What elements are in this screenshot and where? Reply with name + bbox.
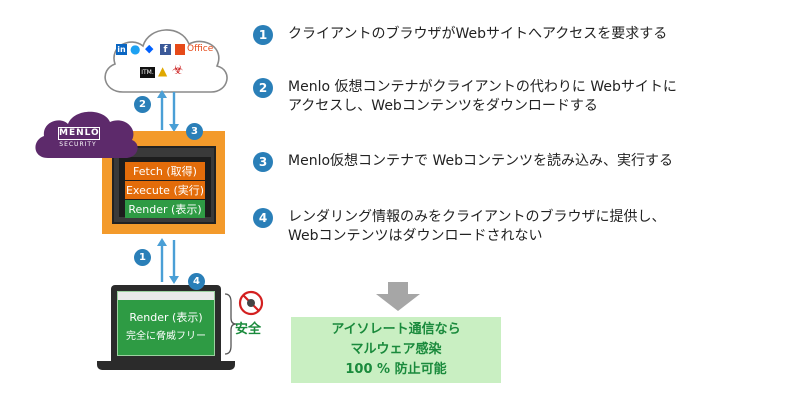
diagram-badge-2: 2 (134, 96, 151, 113)
step-badge-1: 1 (253, 25, 273, 45)
linkedin-icon: in (116, 44, 127, 55)
result-line-3: 100 % 防止可能 (345, 362, 447, 377)
twitter-icon: ● (130, 42, 141, 56)
result-down-arrow (376, 282, 420, 311)
result-line-1: アイソレート通信なら (331, 322, 461, 337)
internet-cloud (104, 29, 228, 93)
facebook-icon: f (160, 44, 171, 55)
itm-logo: ITM. (140, 67, 155, 78)
container-laptop-arrows (157, 238, 179, 284)
step-1-line-1: クライアントのブラウザがWebサイトへアクセスを要求する (288, 26, 668, 42)
step-badge-2: 2 (253, 78, 273, 98)
laptop-screen (117, 291, 215, 356)
menlo-logo-sub: SECURITY (59, 141, 97, 148)
no-malware-icon (238, 290, 264, 316)
diagram-badge-1: 1 (134, 249, 151, 266)
warning-logo-icon: ▲ (158, 64, 168, 78)
execute-chip: Execute (実行) (125, 181, 205, 199)
laptop-safe-line: 完全に脅威フリー (126, 331, 206, 342)
step-2-line-2: アクセスし、Webコンテンツをダウンロードする (288, 98, 598, 114)
step-badge-3: 3 (253, 152, 273, 172)
step-4-line-2: Webコンテンツはダウンロードされない (288, 228, 543, 244)
laptop-base (97, 361, 235, 370)
dropbox-icon: ◆ (145, 42, 154, 55)
office-icon (175, 44, 185, 55)
menlo-logo-text: MENLO (58, 127, 100, 140)
diagram-badge-4: 4 (188, 273, 205, 290)
cloud-container-arrows (157, 90, 179, 132)
step-2-line-1: Menlo 仮想コンテナがクライアントの代わりに Webサイトに (288, 79, 677, 95)
result-line-2: マルウェア感染 (350, 342, 442, 357)
step-4-line-1: レンダリング情報のみをクライアントのブラウザに提供し、 (288, 209, 666, 225)
fetch-chip: Fetch (取得) (125, 162, 205, 180)
laptop-window-bar (118, 292, 214, 300)
step-3-line-1: Menlo仮想コンテナで Webコンテンツを読み込み、実行する (288, 153, 673, 169)
laptop-render-text: Render (表示) (129, 311, 203, 324)
render-chip: Render (表示) (125, 200, 205, 218)
safe-label: 安全 (235, 322, 262, 337)
result-box: アイソレート通信なら マルウェア感染 100 % 防止可能 (291, 317, 501, 383)
safe-bracket (224, 293, 237, 355)
biohazard-icon: ☣ (172, 63, 184, 78)
diagram-badge-3: 3 (186, 123, 203, 140)
step-badge-4: 4 (253, 208, 273, 228)
office-label: Office (187, 44, 214, 54)
